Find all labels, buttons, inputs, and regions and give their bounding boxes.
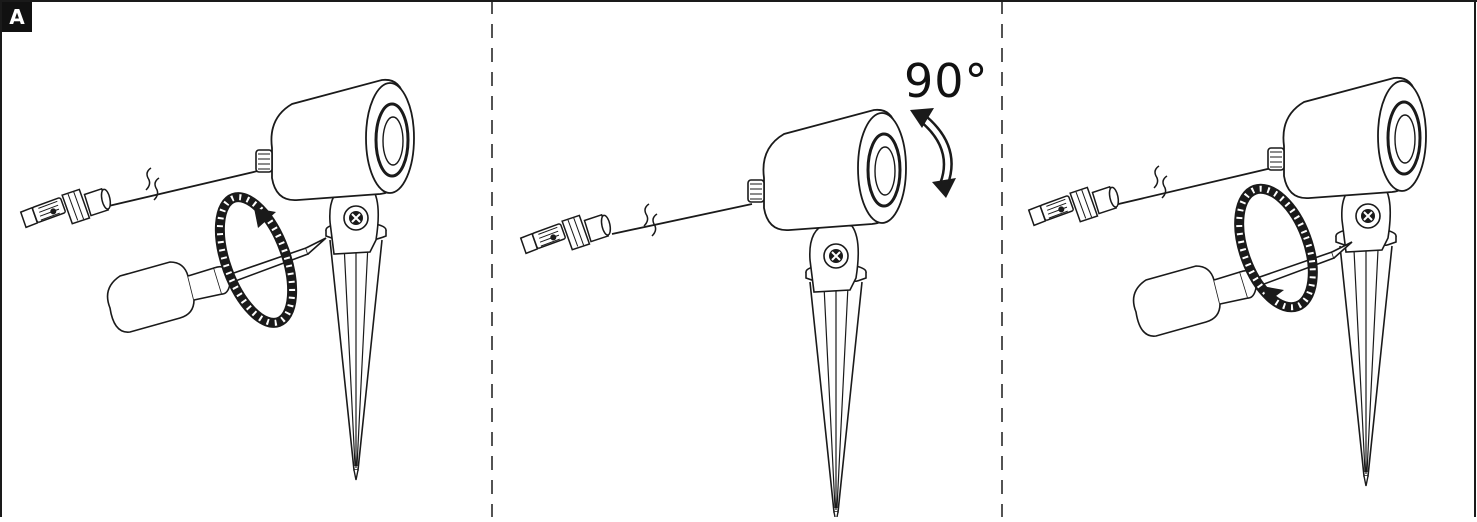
cable-break-mark xyxy=(145,167,160,201)
cable-connector xyxy=(1025,180,1123,233)
tilt-angle-label: 90° xyxy=(904,54,989,108)
step-2-adjust-angle xyxy=(517,108,956,522)
lamp-cable xyxy=(99,169,263,209)
mounting-bracket xyxy=(808,223,860,293)
tilt-arrow-icon xyxy=(910,108,956,198)
cable-connector xyxy=(517,208,615,261)
panel-label-badge: A xyxy=(2,2,32,32)
rotate-cw-arrow-icon xyxy=(1234,183,1318,313)
ground-spike xyxy=(805,263,867,522)
cable-break-mark xyxy=(643,203,658,237)
step-3-tighten-screw xyxy=(1025,76,1428,487)
spotlight-head xyxy=(254,78,416,202)
spotlight-head xyxy=(1266,76,1428,200)
step-1-loosen-screw xyxy=(17,78,416,481)
cable-connector xyxy=(17,182,115,235)
lamp-cable xyxy=(611,203,753,235)
ground-spike xyxy=(1335,227,1397,487)
ground-spike xyxy=(325,221,387,481)
lamp-cable xyxy=(1109,167,1273,207)
rotate-ccw-arrow-icon xyxy=(214,192,298,328)
spotlight-head xyxy=(746,108,908,232)
cable-break-mark xyxy=(1153,165,1168,199)
